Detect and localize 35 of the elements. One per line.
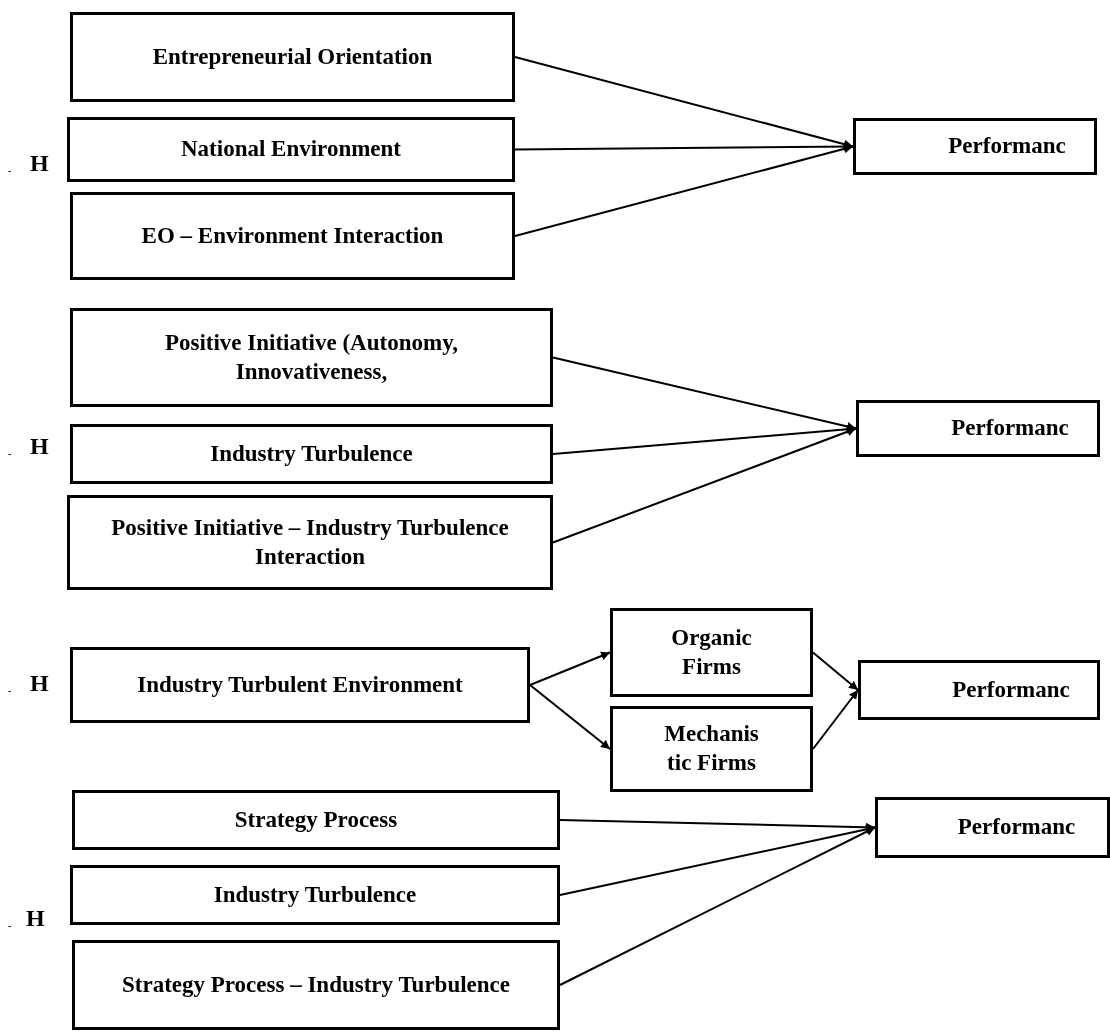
concept-box: Performanc xyxy=(858,660,1100,720)
arrow xyxy=(559,825,876,896)
hypothesis-label: H xyxy=(30,149,49,178)
concept-box: Industry Turbulence xyxy=(70,424,553,484)
concept-box: Strategy Process xyxy=(72,790,560,850)
hypothesis-label: H xyxy=(30,669,49,698)
hypothesis-label: H xyxy=(30,432,49,461)
concept-box: Positive Initiative (Autonomy, Innovativeness, xyxy=(70,308,553,407)
arrow xyxy=(514,144,854,237)
arrow xyxy=(529,651,611,686)
concept-box: Performanc xyxy=(856,400,1100,457)
concept-box: EO – Environment Interaction xyxy=(70,192,515,280)
concept-box: Positive Initiative – Industry Turbulence Interaction xyxy=(67,495,553,590)
arrow xyxy=(812,689,859,750)
arrow xyxy=(552,427,857,544)
dash-mark: - xyxy=(8,919,12,933)
concept-box: Industry Turbulence xyxy=(70,865,560,925)
concept-box: Mechanis tic Firms xyxy=(610,706,813,792)
concept-box: Organic Firms xyxy=(610,608,813,697)
concept-box: Entrepreneurial Orientation xyxy=(70,12,515,102)
arrow xyxy=(812,651,859,691)
concept-box: Strategy Process – Industry Turbulence xyxy=(72,940,560,1030)
concept-box: Industry Turbulent Environment xyxy=(70,647,530,723)
dash-mark: - xyxy=(8,684,12,698)
dash-mark: - xyxy=(8,164,12,178)
hypothesis-label: H xyxy=(26,904,45,933)
dash-mark: - xyxy=(8,447,12,461)
arrow xyxy=(514,56,854,149)
arrow xyxy=(552,424,857,455)
concept-box: Performanc xyxy=(875,797,1110,858)
arrow xyxy=(552,356,857,431)
arrow xyxy=(559,826,876,986)
concept-box: Performanc xyxy=(853,118,1097,175)
concept-box: National Environment xyxy=(67,117,515,182)
arrow xyxy=(529,684,611,750)
